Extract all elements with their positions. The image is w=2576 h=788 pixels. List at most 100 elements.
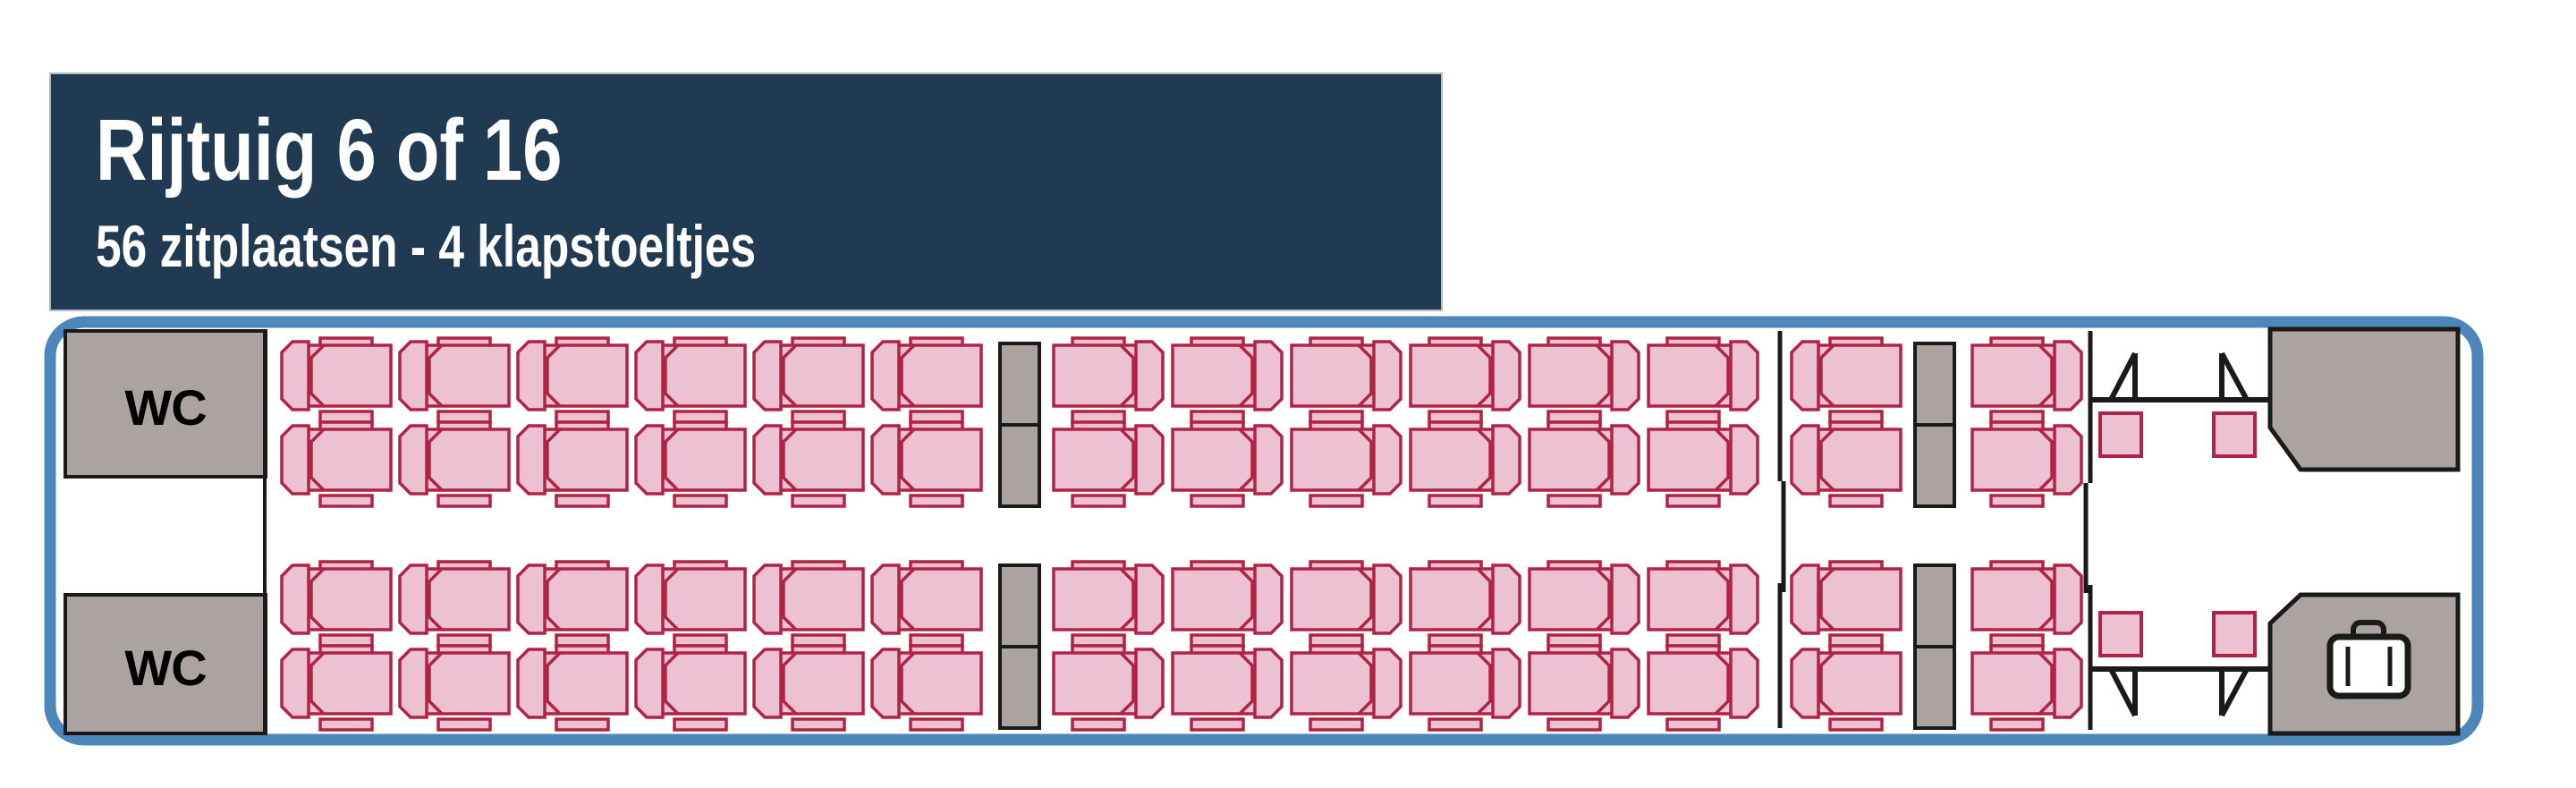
seat xyxy=(634,560,747,648)
seat-backrest xyxy=(1491,424,1521,496)
seat-cushion xyxy=(1814,651,1902,716)
seat-cushion xyxy=(658,567,747,631)
seat-cushion-contour xyxy=(1357,428,1373,492)
seat xyxy=(1790,336,1902,424)
seat-armrest-tab xyxy=(1989,494,2045,508)
seat-cushion-contour xyxy=(1595,343,1611,408)
seat-cushion-contour xyxy=(782,651,798,716)
seat-armrest-tab xyxy=(1428,410,1483,424)
seat-section-saloon-right-a xyxy=(1790,336,1902,732)
seat-cushion-contour xyxy=(1714,343,1730,408)
seat-backrest xyxy=(634,424,665,496)
seat-backrest xyxy=(1790,648,1820,719)
seat-cushion xyxy=(304,428,393,492)
seat xyxy=(634,336,747,424)
wc-label: WC xyxy=(124,379,206,436)
wc-label: WC xyxy=(124,640,206,696)
seat-armrest-tab xyxy=(1828,410,1884,424)
wc-box xyxy=(64,329,267,479)
seat xyxy=(1970,644,2083,732)
seat-cushion xyxy=(1970,343,2059,408)
carriage-subtitle: 56 zitplaatsen - 4 klapstoeltjes xyxy=(96,213,757,279)
seat-cushion-contour xyxy=(664,428,680,492)
seat-section-saloon-left xyxy=(280,336,983,732)
seat-cushion-contour xyxy=(1819,651,1835,716)
seat xyxy=(1290,644,1402,732)
seat-cushion xyxy=(1052,567,1140,631)
luggage-divider-cell xyxy=(998,423,1041,508)
seat xyxy=(1171,336,1284,424)
seat-cushion xyxy=(1290,343,1378,408)
seat-cushion-contour xyxy=(309,651,326,716)
seat xyxy=(752,644,865,732)
seat-cushion-contour xyxy=(1238,651,1254,716)
seat-cushion xyxy=(1290,651,1378,716)
seat-armrest-tab xyxy=(909,633,964,648)
seat-backrest xyxy=(1253,648,1284,719)
seat xyxy=(1409,336,1521,424)
seat-cushion xyxy=(1647,567,1735,631)
seat-cushion xyxy=(1171,343,1259,408)
seat xyxy=(398,420,511,508)
seat-cushion xyxy=(1171,428,1259,492)
seat-cushion-contour xyxy=(782,343,798,408)
seat-cushion xyxy=(894,651,983,716)
seat-armrest-tab xyxy=(1989,410,2045,424)
seat xyxy=(516,560,629,648)
seat-cushion-contour xyxy=(1714,428,1730,492)
seat-backrest xyxy=(1134,340,1165,411)
wc-areas-group: WC WC xyxy=(64,329,267,735)
seat-cushion xyxy=(304,651,393,716)
seat-cushion xyxy=(1290,428,1378,492)
seat-armrest-tab xyxy=(1665,717,1721,732)
seat xyxy=(1647,420,1759,508)
seat-backrest xyxy=(1610,340,1640,411)
seat-backrest xyxy=(1610,563,1640,635)
seat-cushion-contour xyxy=(664,343,680,408)
seat xyxy=(398,644,511,732)
wc-room-1: WC xyxy=(64,329,267,479)
seat xyxy=(398,336,511,424)
seat-armrest-tab xyxy=(791,410,846,424)
seat-backrest xyxy=(516,424,547,496)
seat-backrest xyxy=(1491,340,1521,411)
seat xyxy=(516,420,629,508)
seat-cushion xyxy=(1171,567,1259,631)
seat xyxy=(280,336,393,424)
seat-cushion-contour xyxy=(1476,567,1492,631)
seat-cushion-contour xyxy=(1357,343,1373,408)
seat-backrest xyxy=(2053,424,2083,496)
seat-backrest xyxy=(1491,648,1521,719)
seat-backrest xyxy=(1134,648,1165,719)
wc-box xyxy=(64,593,267,735)
seat-cushion xyxy=(1528,567,1616,631)
seat-cushion-contour xyxy=(1595,567,1611,631)
seat-armrest-tab xyxy=(1071,494,1126,508)
seat-backrest xyxy=(516,563,547,635)
seat-armrest-tab xyxy=(1828,633,1884,648)
luggage-divider-cell xyxy=(1913,342,1956,427)
seat-cushion-contour xyxy=(1595,428,1611,492)
door-leaf-icon xyxy=(2219,352,2250,402)
seat-cushion xyxy=(1647,651,1735,716)
vestibule-group xyxy=(2090,326,2461,736)
seat-cushion xyxy=(1052,651,1140,716)
seat xyxy=(634,420,747,508)
seat-backrest xyxy=(1372,563,1402,635)
seat xyxy=(1790,644,1902,732)
seat-cushion-contour xyxy=(1595,651,1611,716)
luggage-divider-cell xyxy=(998,342,1041,427)
seat-backrest xyxy=(1729,340,1759,411)
seat-cushion-contour xyxy=(1476,428,1492,492)
seat-cushion xyxy=(658,651,747,716)
folding-seat xyxy=(2212,611,2257,657)
seat xyxy=(1528,336,1640,424)
seat-section-saloon-middle xyxy=(1052,336,1759,732)
seat-cushion xyxy=(1647,343,1735,408)
seat-cushion-contour xyxy=(1357,651,1373,716)
seat-armrest-tab xyxy=(791,717,846,732)
seat-cushion xyxy=(894,567,983,631)
seat-cushion xyxy=(776,567,865,631)
seat-armrest-tab xyxy=(1546,633,1602,648)
seat-armrest-tab xyxy=(1190,633,1245,648)
